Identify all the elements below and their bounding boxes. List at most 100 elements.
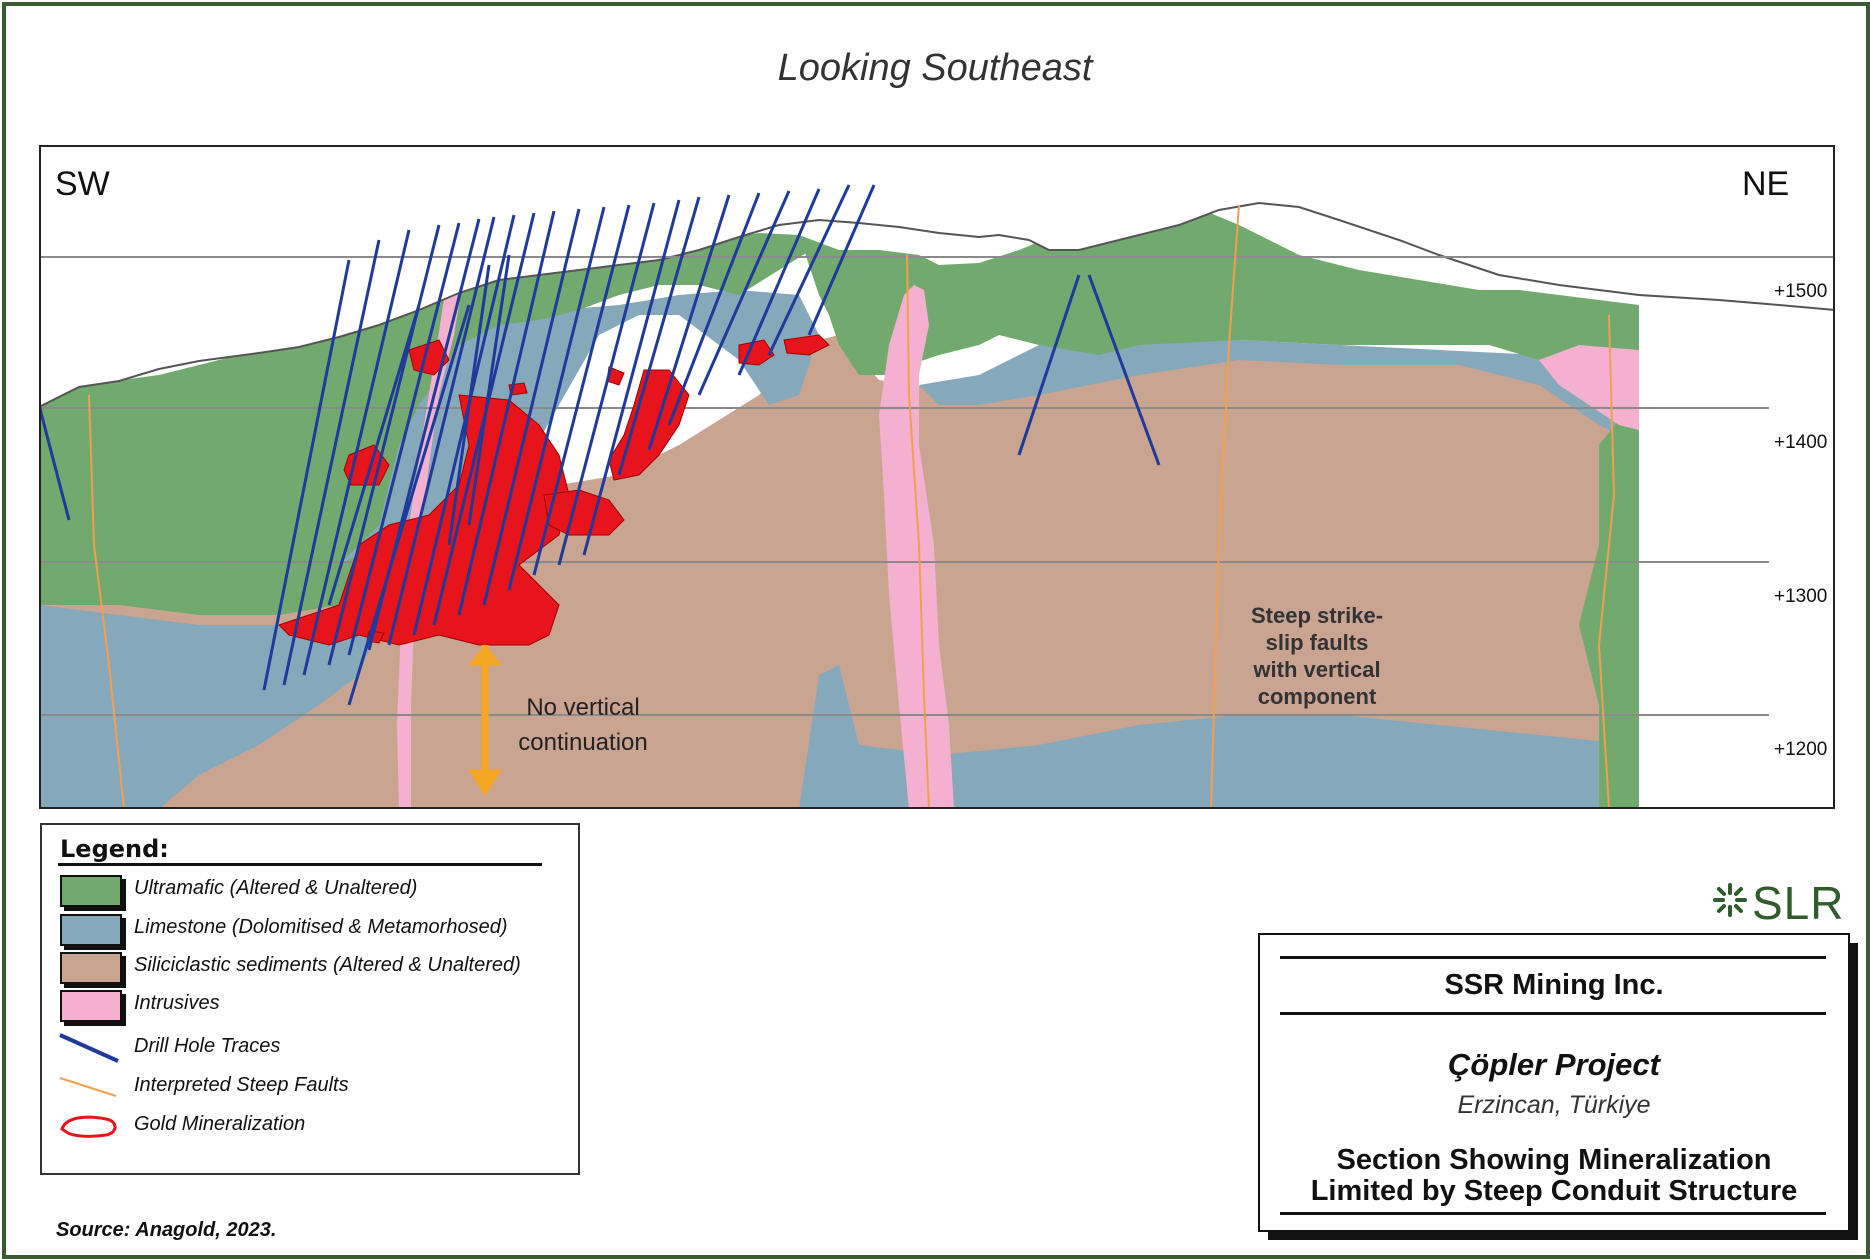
siliciclastic-unit: [39, 335, 1639, 809]
drill-hole: [532, 204, 631, 576]
legend-label: Siliciclastic sediments (Altered & Unalt…: [134, 954, 521, 976]
siliciclastic-swatch: [60, 952, 122, 984]
figure-title-line: Section Showing Mineralization: [1336, 1144, 1772, 1176]
vertical-continuation-arrow: [467, 644, 503, 796]
title-rule: [1280, 1012, 1826, 1015]
interpreted-faults: [88, 204, 1616, 809]
legend-label: Ultramafic (Altered & Unaltered): [134, 877, 418, 899]
drill-hole: [1017, 274, 1081, 456]
elevation-labels: +1500 +1400 +1300 +1200: [1774, 281, 1827, 760]
limestone-ridge-band: [919, 330, 1639, 445]
sw-direction-label: SW: [55, 165, 110, 203]
drill-hole: [39, 404, 71, 521]
drill-hole: [617, 196, 701, 476]
limestone-swatch: [60, 914, 122, 946]
legend-title: Legend:: [60, 835, 169, 863]
drill-hole: [302, 229, 411, 676]
source-note: Source: Anagold, 2023.: [56, 1219, 277, 1241]
drill-hole: [667, 192, 761, 426]
project-location: Erzincan, Türkiye: [1457, 1091, 1651, 1119]
company-name: SSR Mining Inc.: [1444, 969, 1664, 1001]
intrusive-dyke-central: [879, 285, 954, 809]
drill-hole: [1087, 274, 1161, 466]
intrusives-swatch: [60, 990, 122, 1022]
limestone-lower-unit: [39, 605, 379, 809]
drill-hole: [412, 214, 516, 636]
drill-hole-traces: [39, 184, 1161, 706]
slr-logo-text: SLR: [1752, 877, 1845, 929]
drill-hole: [767, 184, 851, 356]
drill-hole: [282, 239, 381, 686]
fault-line: [906, 254, 930, 809]
legend-label: Drill Hole Traces: [134, 1035, 281, 1057]
elevation-label-1200: +1200: [1774, 739, 1827, 760]
fault-line: [1597, 314, 1616, 809]
ultramafic-swatch: [60, 875, 122, 907]
fault-line: [1210, 204, 1240, 809]
fault-line: [88, 394, 125, 809]
drill-hole: [387, 216, 496, 646]
elevation-lines: [39, 256, 1835, 716]
note-line: component: [1258, 684, 1377, 709]
drill-hole: [327, 224, 441, 666]
legend-item-intrusives: Intrusives: [56, 988, 566, 1022]
ultramafic-unit-east: [799, 200, 1639, 395]
elevation-label-1500: +1500: [1774, 281, 1827, 302]
drill-hole: [557, 202, 656, 566]
drill-hole: [482, 208, 581, 606]
legend-item-gold: Gold Mineralization: [56, 1109, 566, 1143]
drill-hole: [647, 194, 731, 451]
legend-item-drill-holes: Drill Hole Traces: [56, 1031, 566, 1065]
drill-hole: [467, 254, 511, 526]
note-line: slip faults: [1266, 630, 1369, 655]
limestone-base-unit: [799, 665, 1639, 809]
drill-hole: [262, 259, 351, 691]
title-rule: [1280, 1212, 1826, 1215]
drill-hole: [507, 206, 606, 591]
drill-hole: [327, 304, 421, 606]
legend-label: Limestone (Dolomitised & Metamorhosed): [134, 916, 508, 938]
drill-hole: [347, 222, 461, 656]
title-block: SSR Mining Inc. Çöpler Project Erzincan,…: [1258, 933, 1850, 1232]
sky-region: [39, 145, 1835, 407]
legend-label: Gold Mineralization: [134, 1113, 306, 1135]
cross-section-diagram: SW NE +1500 +1400 +1300 +1200 No vertica…: [39, 145, 1835, 809]
no-vertical-continuation-note: No vertical continuation: [518, 694, 647, 756]
right-margin: [1769, 335, 1835, 809]
drill-hole: [807, 184, 876, 336]
legend-box: Legend: Ultramafic (Altered & Unaltered)…: [40, 823, 580, 1175]
slr-logo: SLR: [1712, 876, 1852, 929]
gold-body: [738, 339, 775, 366]
drill-hole: [737, 188, 821, 376]
note-line: No vertical: [526, 694, 639, 721]
ultramafic-unit-west: [39, 233, 819, 570]
legend-item-ultramafic: Ultramafic (Altered & Unaltered): [56, 873, 566, 907]
note-line: Steep strike-: [1251, 603, 1383, 628]
drill-hole: [457, 210, 556, 616]
drill-line-icon: [59, 1033, 119, 1063]
slr-asterisk-icon: [1713, 883, 1747, 917]
legend-item-siliciclastic: Siliciclastic sediments (Altered & Unalt…: [56, 950, 566, 984]
drill-hole: [582, 199, 681, 556]
elevation-label-1300: +1300: [1774, 586, 1827, 607]
gold-body: [783, 334, 830, 356]
view-direction-title: Looking Southeast: [777, 47, 1093, 89]
steep-faults-note: Steep strike- slip faults with vertical …: [1251, 603, 1383, 709]
project-name: Çöpler Project: [1448, 1047, 1660, 1082]
legend-label: Intrusives: [134, 992, 220, 1014]
fault-line-icon: [59, 1077, 117, 1097]
legend-item-limestone: Limestone (Dolomitised & Metamorhosed): [56, 912, 566, 946]
figure-title-line: Limited by Steep Conduit Structure: [1310, 1175, 1798, 1207]
note-line: with vertical: [1252, 657, 1380, 682]
elevation-label-1400: +1400: [1774, 432, 1827, 453]
ultramafic-unit-east-lower: [1579, 395, 1639, 809]
ultramafic-unit-lower-west: [39, 545, 379, 615]
note-line: continuation: [518, 729, 647, 756]
legend-item-faults: Interpreted Steep Faults: [56, 1070, 566, 1104]
ne-direction-label: NE: [1742, 165, 1789, 203]
figure-title: Section Showing Mineralization Limited b…: [1260, 1145, 1848, 1207]
ground-surface-line: [39, 201, 1835, 408]
legend-label: Interpreted Steep Faults: [134, 1074, 349, 1096]
title-rule: [1280, 956, 1826, 959]
